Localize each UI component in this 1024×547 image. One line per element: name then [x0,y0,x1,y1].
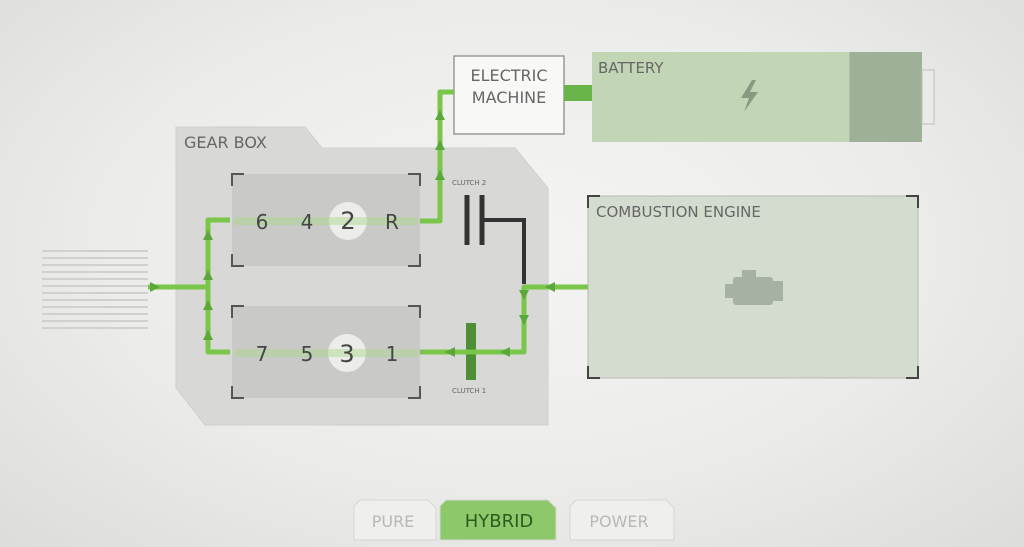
battery-label: BATTERY [598,59,664,77]
engine-icon [725,270,783,305]
mode-pure-label: PURE [372,512,415,531]
em-battery-link [564,85,592,101]
gear-2: 2 [340,207,355,235]
gear-3: 3 [339,340,354,368]
gear-4: 4 [301,210,314,234]
gear-5: 5 [301,342,314,366]
electric-machine-box: ELECTRIC MACHINE [453,55,565,135]
mode-selector: PURE HYBRID POWER [353,499,675,541]
upper-gear-set [231,173,421,267]
output-shaft-lines [42,250,148,329]
clutch-2-label: CLUTCH 2 [452,179,486,187]
combustion-engine-label: COMBUSTION ENGINE [596,203,761,221]
mode-power-label: POWER [589,512,648,531]
gear-1: 1 [386,342,399,366]
electric-machine-label-line2: MACHINE [472,88,546,107]
gear-7: 7 [256,342,269,366]
gear-r: R [385,210,399,234]
battery-charge-fill [592,52,850,142]
electric-machine-label-line1: ELECTRIC [470,66,547,85]
clutch-2: CLUTCH 2 [452,179,526,284]
battery: BATTERY [592,52,935,142]
flow-arrows [150,110,555,357]
gear-flow-glow [234,217,418,357]
mode-power-button[interactable]: POWER [569,499,675,541]
lower-gear-set [231,305,421,399]
combustion-engine-box: COMBUSTION ENGINE [587,195,919,379]
mode-pure-button[interactable]: PURE [353,499,437,541]
clutch-1-label: CLUTCH 1 [452,387,486,395]
lightning-bolt-icon [741,80,758,112]
gear-6: 6 [256,210,269,234]
mode-hybrid-button[interactable]: HYBRID [439,499,557,541]
mode-hybrid-label: HYBRID [465,511,534,532]
gearbox-label: GEAR BOX [184,133,267,152]
